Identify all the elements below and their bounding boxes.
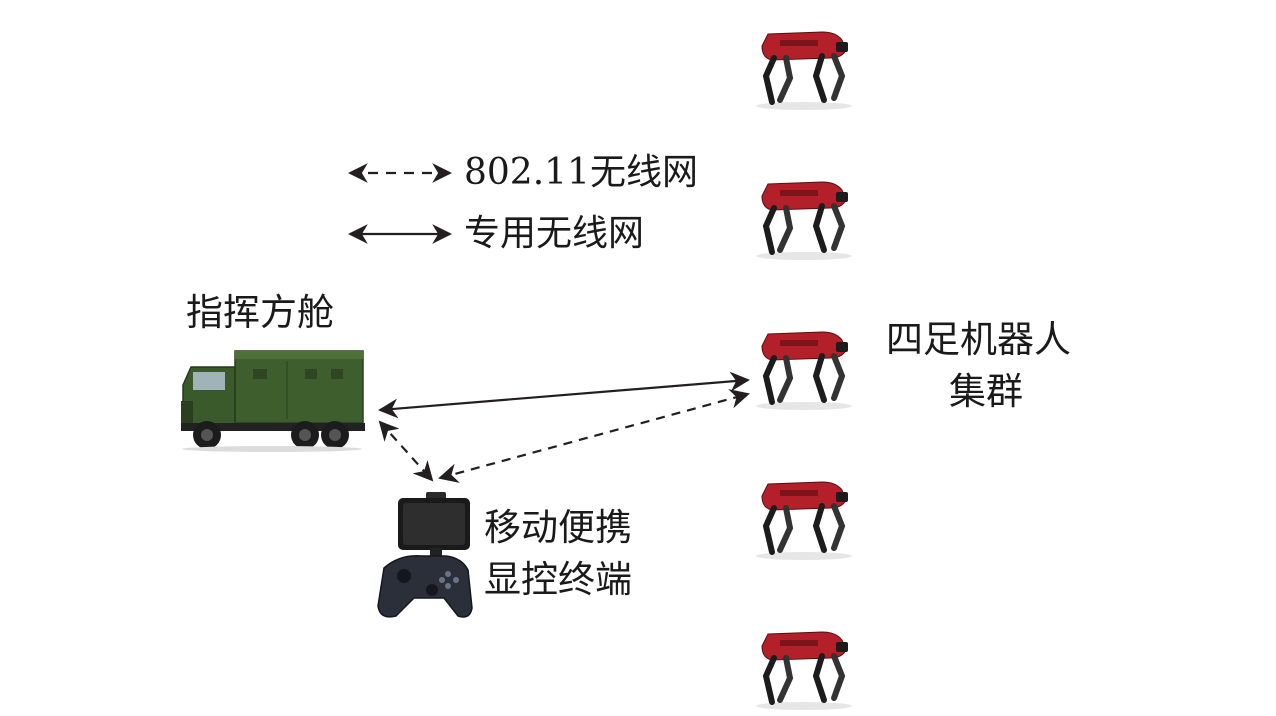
quadruped-robot-icon — [750, 314, 858, 416]
link-terminal-robots — [438, 389, 750, 483]
mobile-terminal-label-line2: 显控终端 — [484, 558, 632, 601]
mobile-terminal-label-line1: 移动便携 — [484, 506, 632, 549]
link-shelter-robots — [378, 371, 750, 419]
quadruped-robot-icon — [750, 614, 858, 716]
legend-private-label: 专用无线网 — [464, 213, 645, 254]
gamepad-phone-icon — [377, 492, 473, 618]
link-shelter-terminal — [378, 420, 434, 482]
legend-wifi-label: 802.11无线网 — [464, 152, 698, 193]
quadruped-robot-icon — [750, 164, 858, 266]
quadruped-robot-icon — [750, 464, 858, 566]
robot-cluster-label-line2: 集群 — [949, 370, 1023, 413]
quadruped-robot-icon — [750, 14, 858, 116]
command-shelter-label: 指挥方舱 — [186, 291, 334, 334]
robot-cluster-label-line1: 四足机器人 — [886, 318, 1071, 361]
military-truck-icon — [181, 350, 365, 452]
